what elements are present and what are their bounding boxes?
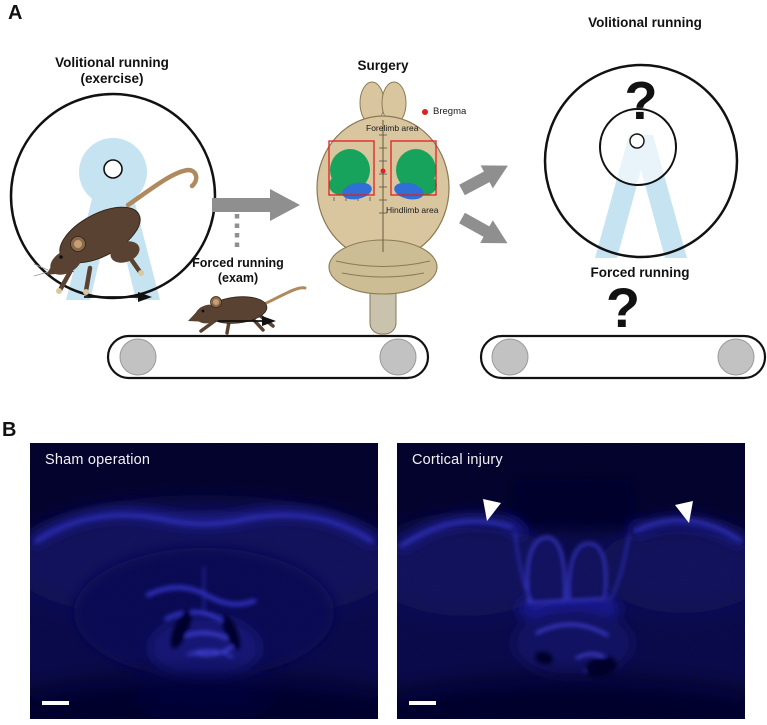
injury-fluorescence-image — [397, 443, 745, 719]
wheel-exercise-title-line1: Volitional running — [55, 55, 169, 70]
forelimb-areas — [329, 149, 437, 195]
volitional-outcome-title: Volitional running — [588, 15, 702, 30]
wheel-exercise-title-line2: (exercise) — [80, 71, 144, 86]
bregma-label: Bregma — [433, 106, 467, 117]
running-wheel-exercise — [9, 92, 217, 302]
treadmill-roller — [379, 338, 417, 376]
wheel-axle — [629, 133, 645, 149]
mouse-on-wheel — [33, 167, 199, 295]
running-wheel-outcome — [543, 63, 739, 259]
arrow-to-volitional-outcome — [459, 165, 508, 196]
bregma-dots — [380, 109, 428, 174]
injury-micrograph: Cortical injury — [397, 443, 745, 719]
injury-arrowhead-left — [483, 499, 501, 521]
wheel-rim — [9, 92, 217, 300]
forelimb-label: Forelimb area — [366, 123, 419, 133]
mouse-on-treadmill — [188, 286, 307, 335]
panel-b-letter: B — [2, 419, 17, 441]
injury-arrowhead-right — [675, 501, 693, 523]
wheel-rim — [543, 63, 739, 259]
injury-image-label: Cortical injury — [412, 452, 503, 468]
treadmill-direction-arrow — [218, 316, 276, 326]
sham-image-label: Sham operation — [45, 452, 151, 468]
injury-target-boxes — [328, 140, 437, 196]
panel-a-schematic — [9, 63, 767, 380]
treadmill-roller — [119, 338, 157, 376]
volitional-question-mark: ? — [624, 71, 658, 131]
forced-question-mark: ? — [605, 276, 641, 339]
panel-a-letter: A — [8, 2, 23, 24]
surgery-title: Surgery — [357, 58, 409, 73]
sham-micrograph: Sham operation — [30, 443, 378, 719]
arrow-to-surgery — [212, 189, 300, 221]
wheel-stand — [595, 135, 687, 258]
treadmill-exam — [106, 334, 430, 380]
treadmill-exam-title-line2: (exam) — [217, 271, 259, 285]
arrow-to-forced-outcome — [459, 212, 508, 244]
wheel-axle — [103, 159, 123, 179]
scale-bar — [42, 701, 69, 705]
treadmill-outcome — [479, 334, 767, 380]
sham-fluorescence-image — [30, 443, 378, 719]
scale-bar — [409, 701, 436, 705]
treadmill-roller — [491, 338, 529, 376]
wheel-direction-arrow — [84, 292, 152, 302]
treadmill-roller — [717, 338, 755, 376]
treadmill-exam-title-line1: Forced running — [192, 256, 284, 270]
brain-diagram — [316, 81, 450, 335]
forced-outcome-title: Forced running — [590, 265, 690, 280]
hindlimb-label: Hindlimb area — [386, 205, 439, 215]
